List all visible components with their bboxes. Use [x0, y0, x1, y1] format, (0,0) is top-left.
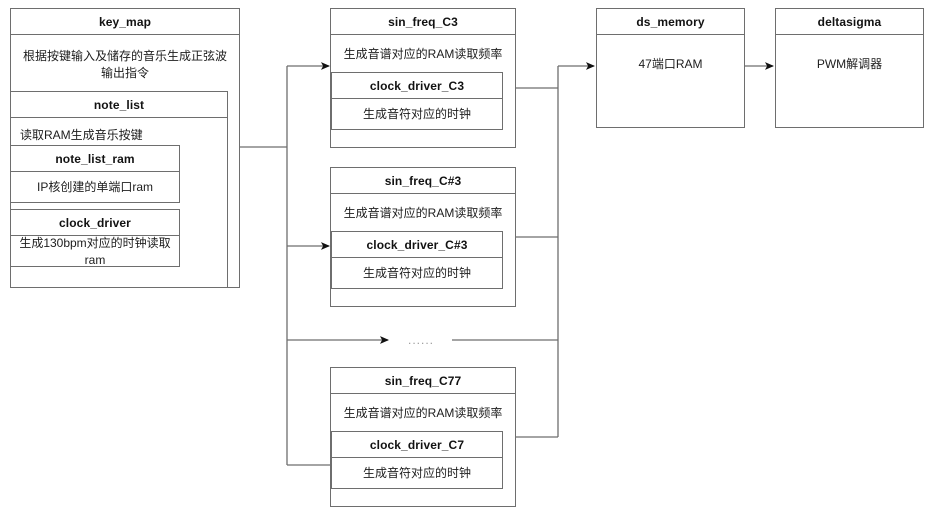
module-clock-driver[interactable]: clock_driver 生成130bpm对应的时钟读取ram	[10, 209, 180, 267]
sin-freq-c77-description: 生成音谱对应的RAM读取频率	[343, 405, 503, 420]
module-clock-driver-c7[interactable]: clock_driver_C7 生成音符对应的时钟	[331, 431, 503, 489]
deltasigma-description: PWM解调器	[816, 56, 883, 71]
module-deltasigma[interactable]: deltasigma PWM解调器	[775, 8, 924, 128]
clock-driver-c7-header: clock_driver_C7	[332, 432, 502, 458]
ds-memory-description: 47端口RAM	[638, 56, 703, 71]
key-map-header: key_map	[11, 9, 239, 35]
sin-freq-csharp3-description: 生成音谱对应的RAM读取频率	[343, 205, 503, 220]
key-map-description: 根据按键输入及储存的音乐生成正弦波输出指令	[22, 49, 227, 80]
note-list-ram-header: note_list_ram	[11, 146, 179, 172]
clock-driver-c3-header: clock_driver_C3	[332, 73, 502, 99]
ds-memory-header: ds_memory	[597, 9, 744, 35]
note-list-ram-description: IP核创建的单端口ram	[36, 180, 153, 194]
deltasigma-header: deltasigma	[776, 9, 923, 35]
module-clock-driver-c3[interactable]: clock_driver_C3 生成音符对应的时钟	[331, 72, 503, 130]
sin-freq-c3-description: 生成音谱对应的RAM读取频率	[343, 46, 503, 61]
note-list-header: note_list	[11, 92, 227, 118]
sin-freq-c77-header: sin_freq_C77	[331, 368, 515, 394]
clock-driver-c3-description: 生成音符对应的时钟	[362, 107, 471, 121]
clock-driver-csharp3-header: clock_driver_C#3	[332, 232, 502, 258]
sin-freq-csharp3-header: sin_freq_C#3	[331, 168, 515, 194]
note-list-description: 读取RAM生成音乐按键	[20, 128, 143, 142]
clock-driver-header: clock_driver	[11, 210, 179, 236]
clock-driver-description: 生成130bpm对应的时钟读取ram	[19, 235, 171, 267]
module-note-list-ram[interactable]: note_list_ram IP核创建的单端口ram	[10, 145, 180, 203]
sin-freq-c3-header: sin_freq_C3	[331, 9, 515, 35]
clock-driver-csharp3-description: 生成音符对应的时钟	[362, 266, 471, 280]
clock-driver-c7-description: 生成音符对应的时钟	[362, 466, 471, 480]
module-ds-memory[interactable]: ds_memory 47端口RAM	[596, 8, 745, 128]
ellipsis-label: ......	[408, 333, 435, 347]
module-clock-driver-csharp3[interactable]: clock_driver_C#3 生成音符对应的时钟	[331, 231, 503, 289]
